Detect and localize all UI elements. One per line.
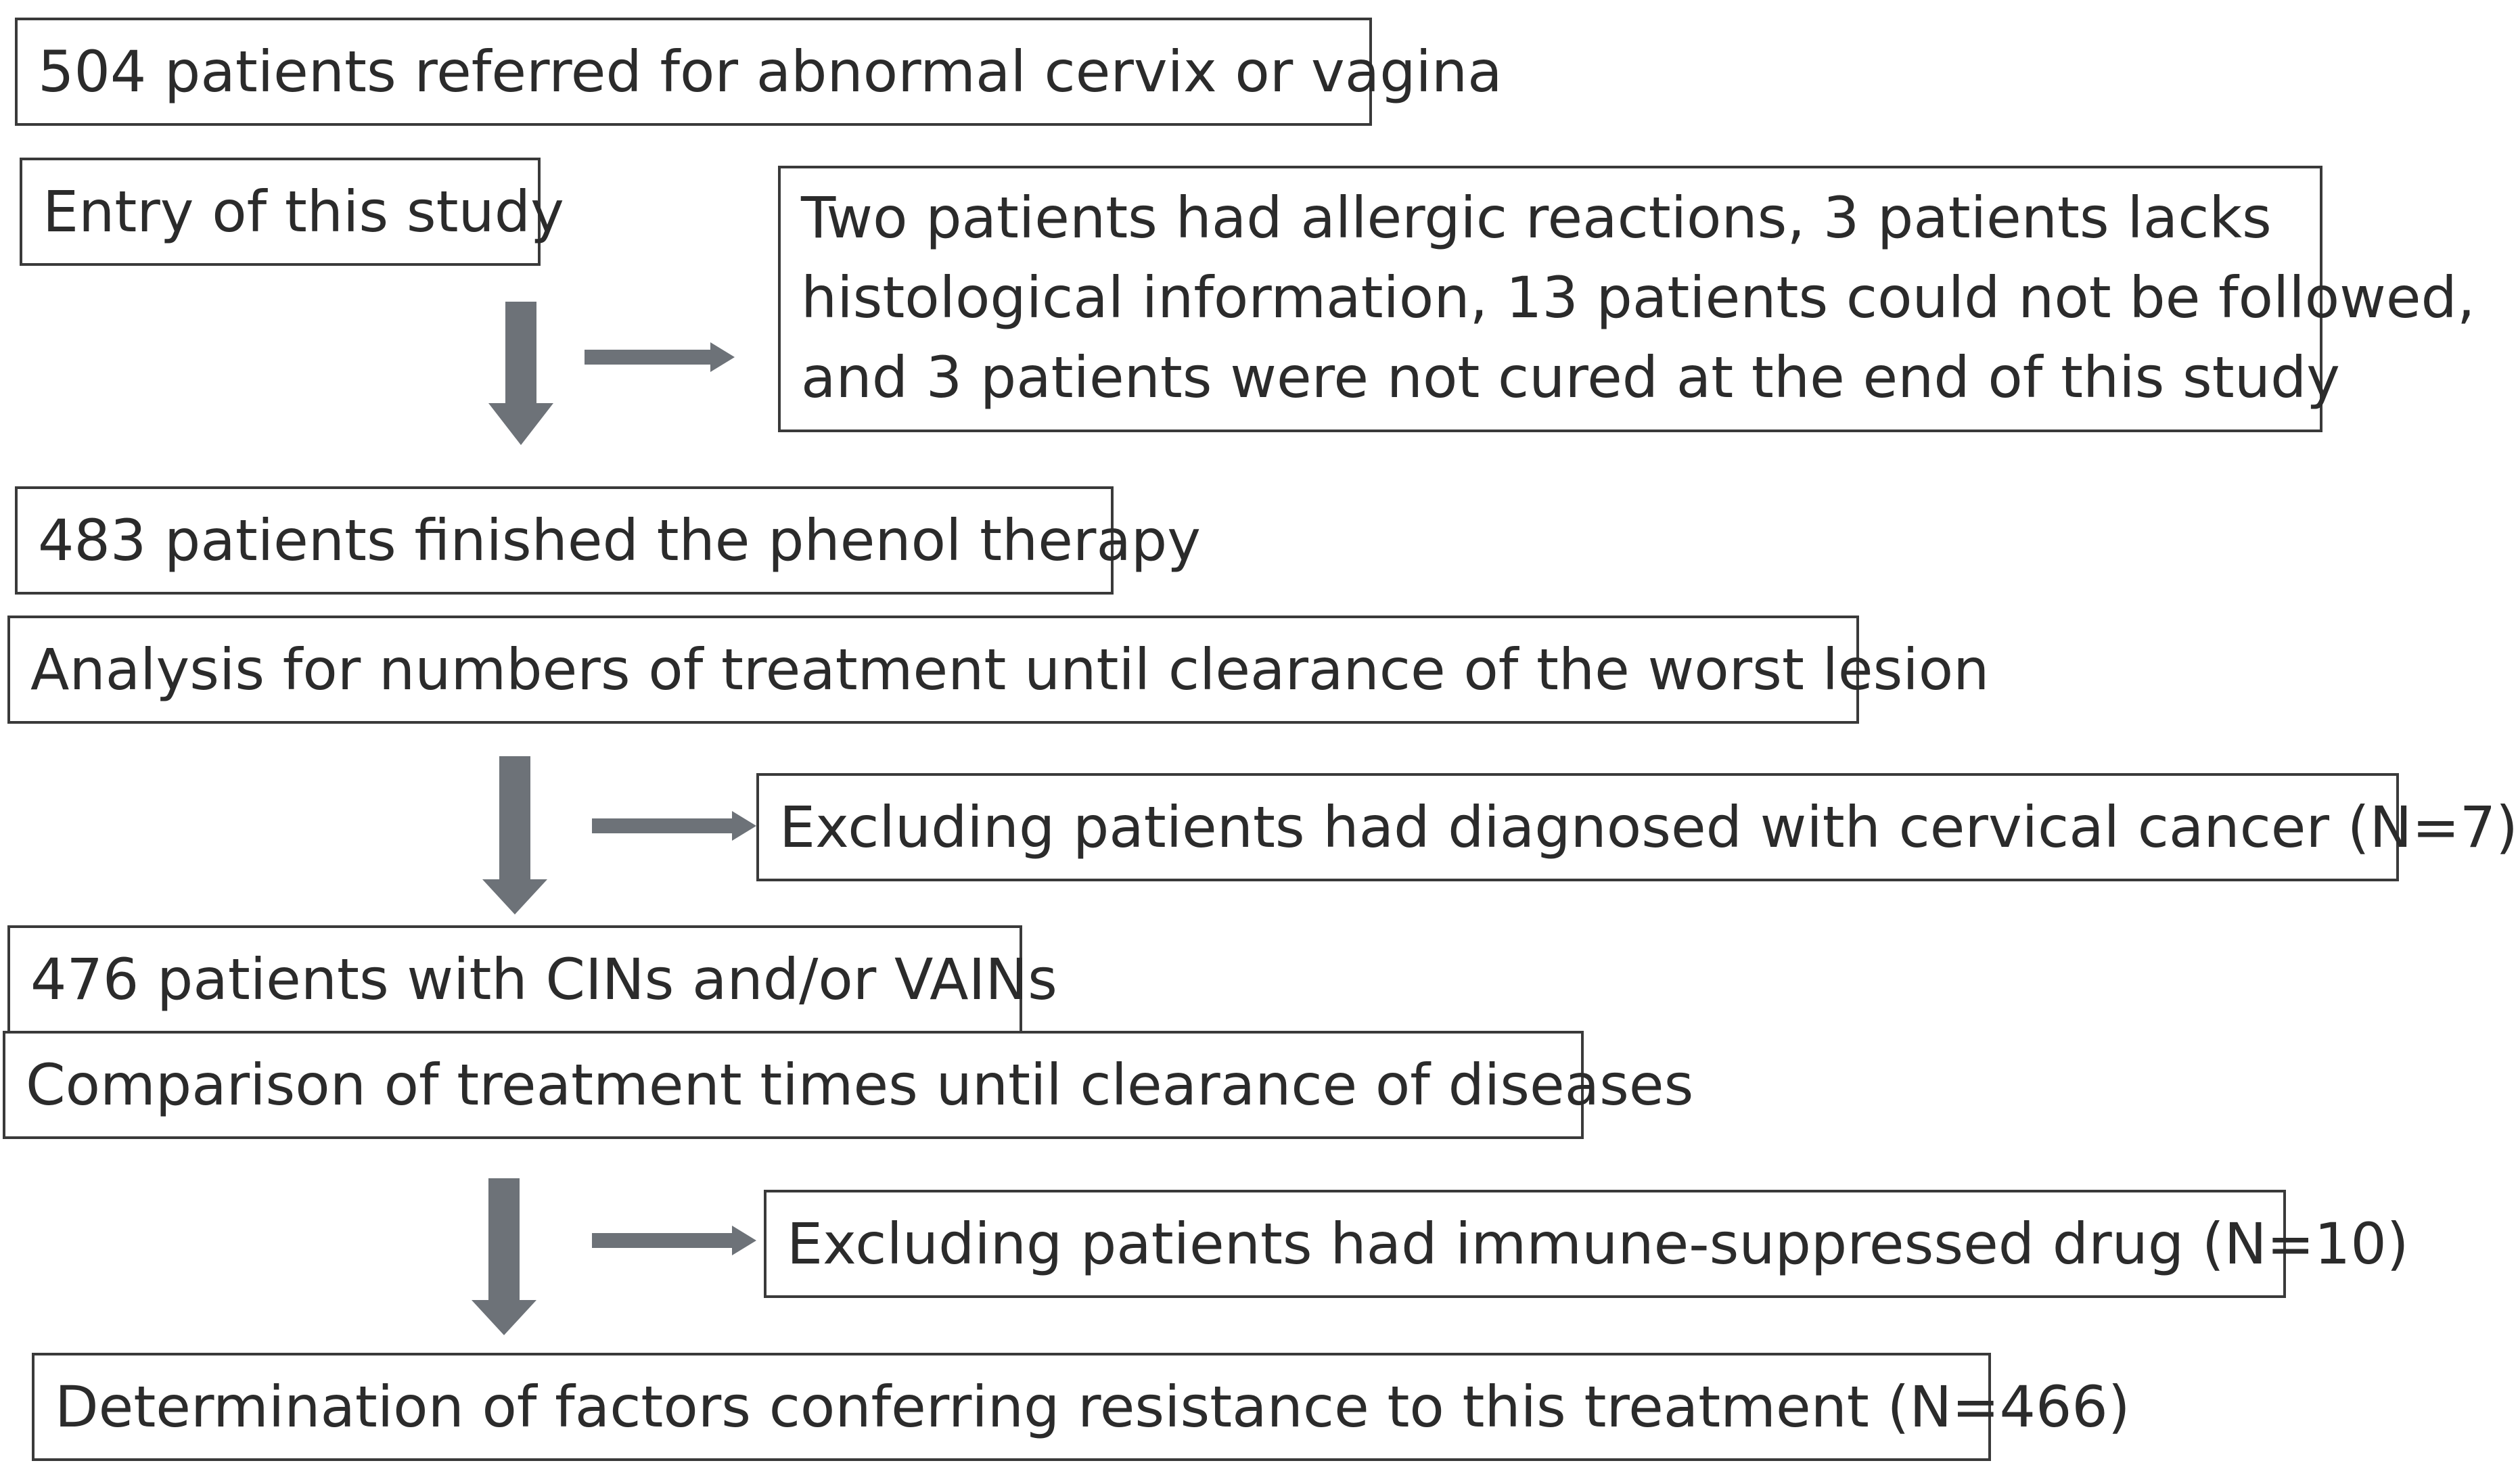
box-finished-text: 483 patients finished the phenol therapy bbox=[38, 507, 1201, 574]
right-arrow-2 bbox=[592, 811, 756, 841]
right-arrow-1 bbox=[585, 342, 735, 372]
flow-arrows bbox=[472, 302, 756, 1335]
exclusion-1-line-3: and 3 patients were not cured at the end… bbox=[801, 344, 2341, 411]
box-referred-text: 504 patients referred for abnormal cervi… bbox=[38, 39, 1503, 105]
box-cin-vain-text: 476 patients with CINs and/or VAINs bbox=[30, 946, 1057, 1013]
box-exclusion-2-text: Excluding patients had diagnosed with ce… bbox=[779, 794, 2518, 860]
box-entry-text: Entry of this study bbox=[43, 179, 564, 245]
down-arrow-3 bbox=[472, 1178, 536, 1335]
box-exclusion-3: Excluding patients had immune-suppressed… bbox=[764, 1190, 2409, 1298]
box-determination-text: Determination of factors conferring resi… bbox=[55, 1374, 2130, 1440]
box-entry: Entry of this study bbox=[20, 158, 564, 266]
box-comparison: Comparison of treatment times until clea… bbox=[3, 1031, 1693, 1139]
box-finished: 483 patients finished the phenol therapy bbox=[15, 486, 1201, 595]
box-analysis: Analysis for numbers of treatment until … bbox=[7, 616, 1989, 724]
box-referred: 504 patients referred for abnormal cervi… bbox=[15, 18, 1503, 126]
exclusion-1-line-2: histological information, 13 patients co… bbox=[801, 264, 2475, 331]
box-exclusion-3-text: Excluding patients had immune-suppressed… bbox=[787, 1211, 2409, 1277]
exclusion-1-line-1: Two patients had allergic reactions, 3 p… bbox=[801, 185, 2272, 251]
box-exclusion-2: Excluding patients had diagnosed with ce… bbox=[756, 773, 2518, 881]
box-determination: Determination of factors conferring resi… bbox=[32, 1353, 2130, 1461]
down-arrow-2 bbox=[482, 756, 547, 914]
box-comparison-text: Comparison of treatment times until clea… bbox=[26, 1052, 1694, 1118]
box-analysis-text: Analysis for numbers of treatment until … bbox=[30, 636, 1990, 703]
right-arrow-3 bbox=[592, 1226, 756, 1255]
box-cin-vain: 476 patients with CINs and/or VAINs bbox=[7, 925, 1057, 1034]
box-exclusion-1: Two patients had allergic reactions, 3 p… bbox=[778, 166, 2475, 432]
down-arrow-1 bbox=[488, 302, 553, 445]
